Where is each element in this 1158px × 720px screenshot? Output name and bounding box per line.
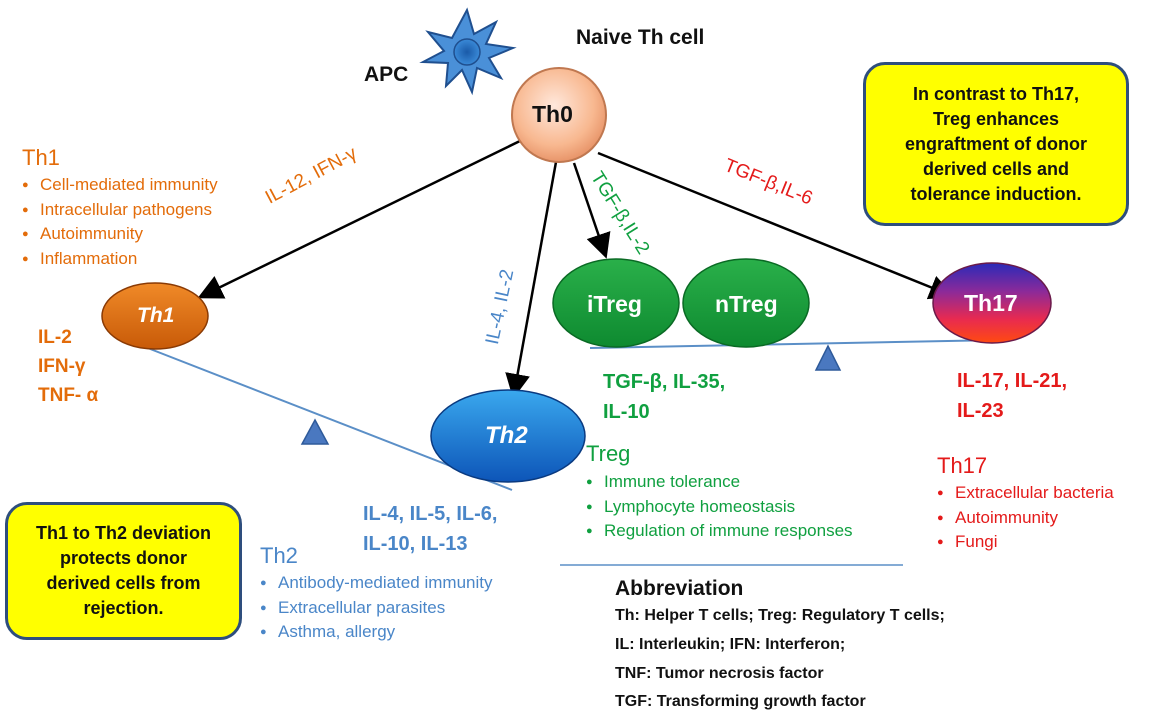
arrow-th0-to-itreg <box>572 162 611 259</box>
th2-cytokine: IL-4, IL-5, IL-6, <box>363 503 498 525</box>
apc-nucleus-icon <box>453 38 481 66</box>
list-item: Antibody-mediated immunity <box>260 571 492 596</box>
list-item: Extracellular bacteria <box>937 481 1114 506</box>
abbreviation-title: Abbreviation <box>615 577 744 600</box>
callout-line: engraftment of donor <box>905 133 1087 154</box>
callout-line: derived cells from <box>46 573 201 593</box>
th2-callout-box: Th1 to Th2 deviation protects donor deri… <box>5 502 242 640</box>
list-item: Intracellular pathogens <box>22 198 218 223</box>
fulcrum-th1-th2 <box>300 418 330 445</box>
th2-title: Th2 <box>260 543 298 568</box>
th17-cell-label: Th17 <box>964 290 1018 316</box>
callout-line: Treg enhances <box>932 108 1060 129</box>
th17-title: Th17 <box>937 453 988 478</box>
th2-function-list: Antibody-mediated immunity Extracellular… <box>260 571 492 645</box>
th17-cytokine: IL-17, IL-21, <box>957 370 1068 392</box>
callout-line: In contrast to Th17, <box>912 83 1080 104</box>
list-item: Autoimmunity <box>22 222 218 247</box>
th0-cell <box>511 67 607 163</box>
th17-function-list: Extracellular bacteria Autoimmunity Fung… <box>937 481 1114 555</box>
ntreg-cell <box>682 258 810 348</box>
list-item: Extracellular parasites <box>260 596 492 621</box>
arrow-th0-to-th1 <box>197 138 523 299</box>
th1-cytokine: TNF- α <box>38 385 99 406</box>
th2-cell-label: Th2 <box>485 422 528 449</box>
list-item: Fungi <box>937 530 1114 555</box>
th2-cell <box>430 389 586 483</box>
list-item: Autoimmunity <box>937 506 1114 531</box>
th1-cell <box>101 282 209 350</box>
treg-function-list: Immune tolerance Lymphocyte homeostasis … <box>586 470 853 544</box>
ntreg-cell-label: nTreg <box>715 291 778 317</box>
abbreviation-line: Th: Helper T cells; Treg: Regulatory T c… <box>615 607 945 624</box>
treg-callout-box: In contrast to Th17, Treg enhances engra… <box>863 62 1129 226</box>
th17-cytokine: IL-23 <box>957 400 1004 422</box>
itreg-cell-label: iTreg <box>587 291 642 317</box>
apc-label: APC <box>364 63 409 86</box>
treg-cytokine: IL-10 <box>603 401 650 423</box>
callout-line: rejection. <box>83 598 164 618</box>
abbreviation-line: TNF: Tumor necrosis factor <box>615 665 824 682</box>
th1-function-list: Cell-mediated immunity Intracellular pat… <box>22 173 218 271</box>
list-item: Regulation of immune responses <box>586 519 853 544</box>
th0-label: Th0 <box>532 101 573 127</box>
list-item: Immune tolerance <box>586 470 853 495</box>
th1-cell-label: Th1 <box>137 304 175 327</box>
callout-line: derived cells and <box>922 158 1070 179</box>
itreg-cell <box>552 258 680 348</box>
abbreviation-line: IL: Interleukin; IFN: Interferon; <box>615 636 846 653</box>
treg-title: Treg <box>586 441 631 466</box>
list-item: Inflammation <box>22 247 218 272</box>
abbreviation-line: TGF: Transforming growth factor <box>615 693 866 710</box>
th1-title: Th1 <box>22 145 60 170</box>
list-item: Lymphocyte homeostasis <box>586 495 853 520</box>
th1-cytokine: IL-2 <box>38 327 72 348</box>
list-item: Asthma, allergy <box>260 620 492 645</box>
arrow-th0-to-th17 <box>597 151 955 300</box>
treg-cytokine: TGF-β, IL-35, <box>603 371 726 393</box>
fulcrum-treg-th17 <box>814 344 842 371</box>
th1-cytokine: IFN-γ <box>38 356 86 377</box>
naive-th-cell-label: Naive Th cell <box>576 26 705 49</box>
callout-line: protects donor <box>59 548 187 568</box>
balance-beam-treg-th17 <box>589 339 1001 349</box>
arrow-th0-to-th2 <box>505 161 558 399</box>
callout-line: Th1 to Th2 deviation <box>35 523 211 543</box>
th2-cytokine: IL-10, IL-13 <box>363 533 468 555</box>
callout-line: tolerance induction. <box>910 183 1082 204</box>
th17-cell <box>932 262 1052 344</box>
list-item: Cell-mediated immunity <box>22 173 218 198</box>
